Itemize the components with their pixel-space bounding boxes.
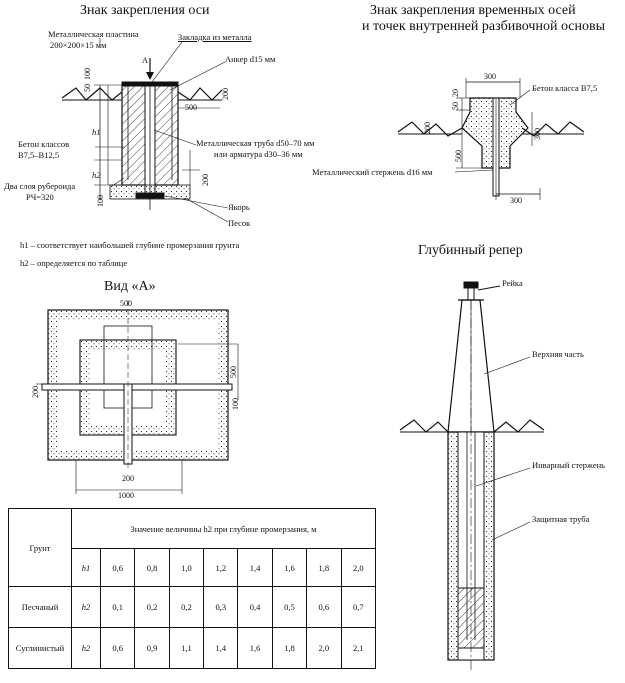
axis-sign-title: Знак закрепления оси	[80, 3, 210, 18]
table-row: Суглинистый h2 0,6 0,9 1,1 1,4 1,6 1,8 2…	[8, 627, 377, 669]
h2-label: h2	[92, 170, 101, 180]
table-cell: 1,4	[203, 627, 239, 669]
soil-name: Песчаный	[8, 586, 72, 628]
dim-300-top: 300	[484, 72, 496, 81]
table-cell: 1,4	[237, 548, 273, 587]
view-a-marker: А	[142, 55, 149, 65]
table-cell: 1,6	[271, 548, 308, 587]
table-cell: 0,9	[134, 627, 170, 669]
dim-500-plan-top: 500	[120, 299, 132, 308]
note-h2: h2 – определяется по таблице	[20, 258, 128, 268]
dim-100-bottom: 100	[96, 195, 105, 207]
table-cell: 0,2	[168, 586, 205, 628]
table-cell: 0,8	[134, 548, 170, 587]
dim-200-temp: 200	[423, 122, 432, 134]
dim-20-temp: 20	[451, 89, 460, 97]
invar-rod-label: Инварный стержень	[532, 460, 606, 470]
yakor-label: Якорь	[228, 202, 250, 212]
h1-symbol: h1	[71, 548, 101, 587]
h2-table-header: Значение величины h2 при глубине промерз…	[71, 508, 376, 549]
metal-rod-label: Металлический стержень d16 мм	[312, 167, 433, 177]
table-cell: 0,6	[306, 586, 342, 628]
h2-values-table: Грунт Значение величины h2 при глубине п…	[8, 508, 377, 669]
dim-50: 50	[83, 84, 92, 92]
concrete-b75-label: Бетон класса В7,5	[532, 83, 598, 93]
h1-label: h1	[92, 127, 101, 137]
dim-300-bottom: 300	[510, 196, 522, 205]
table-cell: 1,0	[168, 548, 205, 587]
dim-50-temp: 50	[451, 102, 460, 110]
table-cell: 1,2	[203, 548, 239, 587]
protective-pipe-label: Защитная труба	[532, 514, 590, 524]
metal-plate-label: Металлическая пластина	[48, 29, 139, 39]
table-cell: 0,3	[203, 586, 239, 628]
deep-benchmark-title: Глубинный репер	[418, 243, 523, 258]
table-cell: 0,7	[340, 586, 377, 628]
dim-500-plan-right: 500	[229, 366, 238, 378]
dim-300-right: 300	[533, 128, 542, 140]
h2-symbol: h2	[71, 586, 101, 628]
table-cell: 0,5	[271, 586, 308, 628]
dim-500: 500	[185, 103, 197, 112]
temp-axis-title-line2: и точек внутренней разбивочной основы	[362, 19, 606, 34]
temp-axis-title-line1: Знак закрепления временных осей	[370, 3, 576, 18]
metal-insert-label: Закладка из металла	[178, 32, 252, 42]
ruberoid-label: Два слоя рубероида	[4, 181, 76, 191]
view-a-title: Вид «А»	[104, 279, 156, 294]
concrete-classes-label: Бетон классов	[18, 139, 70, 149]
table-cell: 2,1	[340, 627, 377, 669]
rebar-label: или арматура d30–36 мм	[214, 149, 303, 159]
table-cell: 2,0	[340, 548, 377, 587]
table-cell: 0,1	[99, 586, 136, 628]
anchor-label: Анкер d15 мм	[225, 54, 276, 64]
dim-1000-plan: 1000	[118, 491, 134, 500]
note-h1: h1 – соответствует наибольшей глубине пр…	[20, 240, 240, 250]
table-cell: 0,2	[134, 586, 170, 628]
table-cell: 0,6	[99, 627, 136, 669]
dim-200-top: 200	[221, 88, 230, 100]
table-cell: 1,8	[306, 548, 342, 587]
dim-100: 100	[83, 68, 92, 80]
dim-200-plan-bottom: 200	[122, 474, 134, 483]
table-cell: 2,0	[306, 627, 342, 669]
metal-pipe-label: Металлическая труба d50–70 мм	[196, 138, 315, 148]
h2-symbol: h2	[71, 627, 101, 669]
concrete-classes-value: В7,5–В12,5	[18, 150, 60, 160]
dim-100-plan-right: 100	[231, 398, 240, 410]
dim-500-temp: 500	[454, 150, 463, 162]
table-row: Песчаный h2 0,1 0,2 0,2 0,3 0,4 0,5 0,6 …	[8, 586, 377, 628]
dim-200-bottom: 200	[201, 174, 210, 186]
table-cell: 0,4	[237, 586, 273, 628]
table-row: h1 0,6 0,8 1,0 1,2 1,4 1,6 1,8 2,0	[9, 548, 377, 587]
axis-sign-section	[61, 38, 229, 223]
dim-200-plan-left: 200	[31, 386, 40, 398]
ruberoid-value: РЧ=320	[26, 192, 54, 202]
table-cell: 0,6	[99, 548, 136, 587]
upper-part-label: Верхняя часть	[532, 349, 584, 359]
table-cell: 1,6	[237, 627, 273, 669]
sand-label: Песок	[228, 218, 251, 228]
table-cell: 1,1	[168, 627, 205, 669]
rail-label: Рейка	[502, 278, 523, 288]
metal-plate-size-label: 200×200×15 мм	[50, 40, 107, 50]
view-a-plan	[36, 300, 239, 494]
soil-name: Суглинистый	[8, 627, 72, 669]
deep-benchmark	[399, 281, 545, 672]
temp-axis-sign-section	[397, 78, 585, 200]
table-cell: 1,8	[271, 627, 308, 669]
grunt-header: Грунт	[8, 508, 72, 587]
